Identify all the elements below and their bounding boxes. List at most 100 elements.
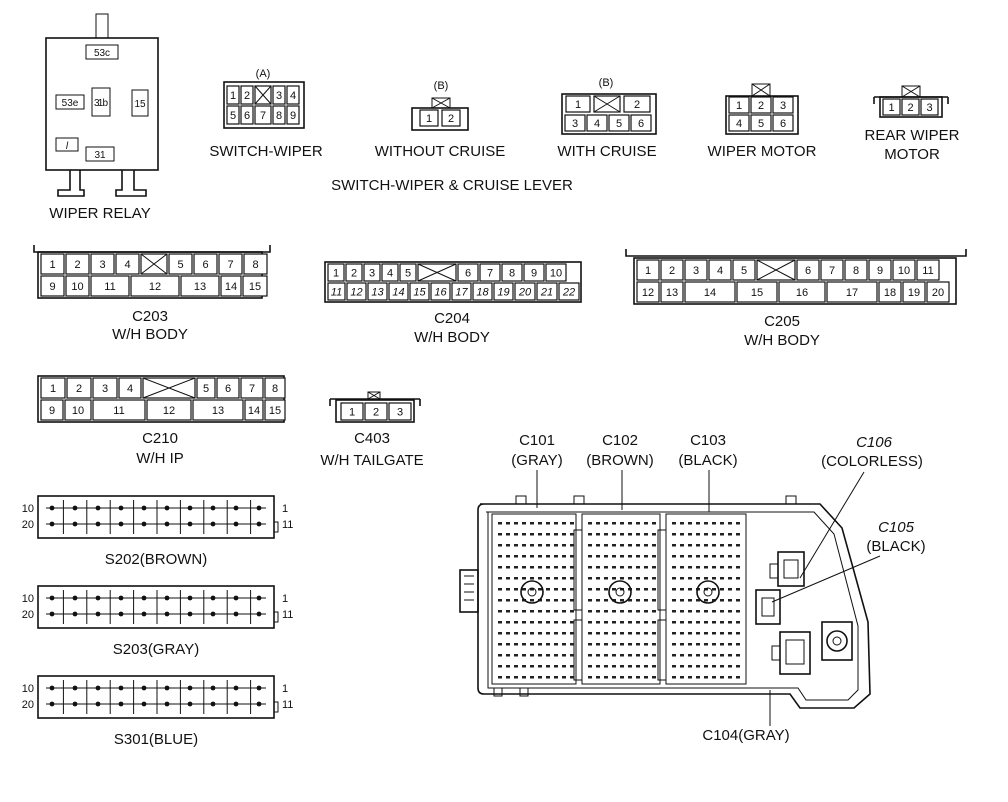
splice-pin xyxy=(210,685,216,691)
jb-pin xyxy=(554,577,558,580)
jb-pin xyxy=(546,610,550,613)
jb-pin xyxy=(620,643,624,646)
jb-pin xyxy=(538,566,542,569)
jb-pin xyxy=(720,676,724,679)
c203-pin-5-label: 5 xyxy=(177,259,183,271)
jb-pin xyxy=(546,632,550,635)
splice-pin xyxy=(95,701,101,707)
jb-pin xyxy=(498,566,502,569)
jb-pin xyxy=(628,544,632,547)
jb-pin xyxy=(672,555,676,558)
jb-pin xyxy=(546,555,550,558)
c203-pin-11 xyxy=(90,275,130,297)
jb-pin xyxy=(514,544,518,547)
splice-pin xyxy=(72,595,78,601)
c205-pin-6-label: 6 xyxy=(805,265,811,277)
jb-pin xyxy=(538,621,542,624)
c403-hood xyxy=(329,398,421,406)
jb-pin xyxy=(712,555,716,558)
jb-pin xyxy=(604,588,608,591)
jb-pin xyxy=(720,588,724,591)
c205-pin-20 xyxy=(926,281,950,303)
c203-pin-9-label: 9 xyxy=(49,281,55,293)
c205-pin-1-label: 1 xyxy=(645,265,651,277)
splice-pin xyxy=(187,685,193,691)
rear-wiper-latch-cross xyxy=(901,85,921,98)
jb-pin xyxy=(636,610,640,613)
jb-pin xyxy=(562,577,566,580)
relay-right-leg xyxy=(115,170,147,197)
jb-pin xyxy=(612,522,616,525)
c205-pin-1 xyxy=(636,259,660,281)
jb-pin xyxy=(562,522,566,525)
jb-pin xyxy=(530,566,534,569)
jb-pin xyxy=(720,632,724,635)
c403-pin-1-label: 1 xyxy=(349,407,355,419)
c210-pin-3-label: 3 xyxy=(102,383,108,395)
jb-pin xyxy=(696,555,700,558)
jb-pin xyxy=(736,665,740,668)
jb-pin xyxy=(498,665,502,668)
jb-pin xyxy=(728,676,732,679)
jb-pin xyxy=(636,577,640,580)
jb-pin xyxy=(704,665,708,668)
c205-pin-5 xyxy=(732,259,756,281)
with-cruise-pin-3 xyxy=(564,114,586,132)
splice-pin xyxy=(49,521,55,527)
wiper-motor-pin-3 xyxy=(772,96,794,114)
jb-pin xyxy=(506,544,510,547)
splice-pin xyxy=(256,521,262,527)
jb-pin xyxy=(620,676,624,679)
splice-pin xyxy=(164,611,170,617)
splice-right-top-label: 1 xyxy=(282,683,288,695)
c205-pin-9-label: 9 xyxy=(877,265,883,277)
jb-pin xyxy=(736,544,740,547)
jb-pin xyxy=(588,555,592,558)
jb-pin xyxy=(506,654,510,657)
jb-pin xyxy=(704,577,708,580)
wiper-motor-housing xyxy=(725,95,799,135)
c204-pin-22-label: 22 xyxy=(562,287,575,299)
c101-c102-divider-lower xyxy=(573,619,583,681)
switch-wiper-pin-6-label: 6 xyxy=(244,110,250,122)
jb-pin xyxy=(596,544,600,547)
relay-terminal-53c-box xyxy=(85,44,119,60)
jb-pin xyxy=(728,632,732,635)
jb-pin xyxy=(680,621,684,624)
jb-pin xyxy=(612,643,616,646)
jb-pin xyxy=(672,654,676,657)
jb-pin xyxy=(506,577,510,580)
c403-pin-2 xyxy=(364,402,388,421)
jb-pin xyxy=(672,522,676,525)
jb-stud-center xyxy=(832,636,842,646)
c203-pin-11-label: 11 xyxy=(104,281,115,293)
splice-latch xyxy=(273,521,279,533)
jb-pin xyxy=(562,599,566,602)
splice-pin xyxy=(49,611,55,617)
jb-pin xyxy=(570,621,574,624)
c203-pin-6-label: 6 xyxy=(202,259,208,271)
jb-pin xyxy=(628,533,632,536)
jb-pin xyxy=(498,632,502,635)
jb-pin xyxy=(644,566,648,569)
jb-pin xyxy=(628,621,632,624)
jb-pin xyxy=(644,665,648,668)
jb-pin xyxy=(514,522,518,525)
c403-name: C403 xyxy=(354,430,390,447)
c204-pin-4 xyxy=(381,263,399,282)
c205-pin-5-label: 5 xyxy=(741,265,747,277)
c106-leader xyxy=(799,471,865,579)
c205-pin-8-label: 8 xyxy=(853,265,859,277)
jb-pin xyxy=(728,610,732,613)
jb-pin xyxy=(704,621,708,624)
c210-pin-10 xyxy=(64,399,92,421)
switch-wiper-tag: (A) xyxy=(256,68,271,80)
jb-pin xyxy=(720,610,724,613)
jb-pin xyxy=(728,533,732,536)
c205-pin-9 xyxy=(868,259,892,281)
